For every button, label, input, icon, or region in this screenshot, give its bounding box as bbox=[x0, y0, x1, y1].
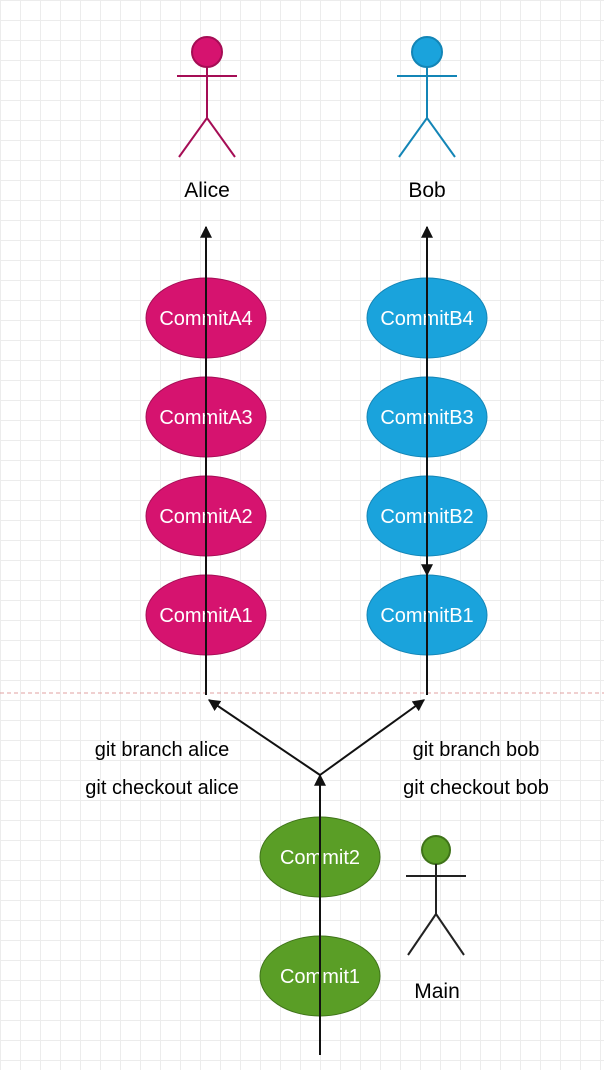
bob-stick-figure-icon bbox=[397, 36, 457, 158]
alice-actor[interactable]: Alice bbox=[177, 36, 237, 202]
bob-actor[interactable]: Bob bbox=[397, 36, 457, 202]
alice-stick-figure-icon bbox=[177, 36, 237, 158]
edges bbox=[200, 225, 433, 1055]
bob-branch-command: git branch bob bbox=[413, 739, 540, 761]
alice-branch-arrow bbox=[208, 699, 321, 776]
main-label: Main bbox=[414, 980, 460, 1003]
alice-checkout-command: git checkout alice bbox=[85, 777, 238, 799]
main-stick-figure-icon bbox=[406, 835, 466, 956]
bob-branch-arrow bbox=[319, 699, 425, 776]
bob-checkout-command: git checkout bob bbox=[403, 777, 549, 799]
alice-label: Alice bbox=[184, 179, 230, 202]
alice-branch-command: git branch alice bbox=[95, 739, 230, 761]
main-actor[interactable]: Main bbox=[406, 835, 466, 1003]
bob-label: Bob bbox=[408, 179, 445, 202]
